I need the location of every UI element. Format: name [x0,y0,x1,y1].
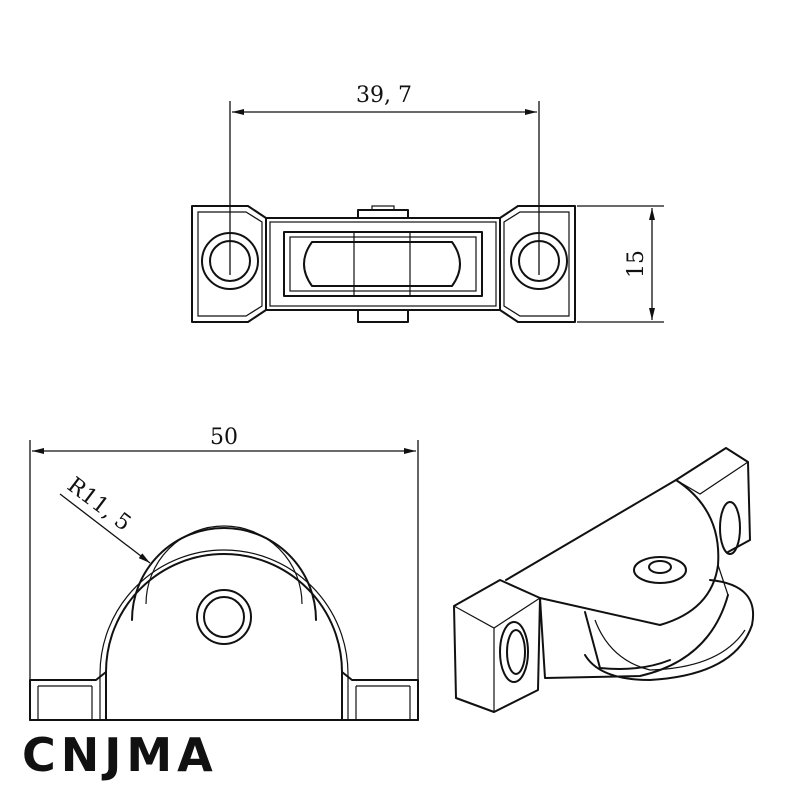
iso-wheel-slot [584,611,671,670]
dimension-radius: R11, 5 [59,473,151,564]
iso-axle-boss-outer [633,556,687,584]
iso-wheel-inner [594,619,746,671]
wheel-inner [145,525,303,605]
iso-axle-boss-inner [648,560,672,574]
axle-outer [196,589,252,645]
housing-arc-inner [99,549,349,720]
axle-cap-top [357,209,409,219]
isometric-view [453,447,755,713]
axle-cap-bottom [357,309,409,323]
iso-back-hole [719,501,741,555]
brand-logo-text: CNJMA [22,728,218,782]
iso-body-top [505,479,720,626]
iso-front-block [453,579,541,713]
dimension-top-height-label: 15 [624,250,649,278]
dimension-top-width-label: 39, 7 [356,83,412,108]
wheel-slot-frame-inner [289,236,477,292]
side-view [29,525,419,721]
iso-front-hole-inner [506,629,526,675]
wheel-outer [131,527,317,621]
dimension-top-width: 39, 7 [229,83,540,275]
dimension-top-height: 15 [577,205,664,323]
housing-arc [105,553,343,721]
iso-wheel [584,579,755,681]
axle-inner [203,596,245,638]
left-flange-inner [197,211,263,317]
axle-cap-top-inner [371,205,395,211]
dimension-side-width-label: 50 [210,425,238,450]
iso-front-block-edge [453,597,541,712]
iso-body-edge [717,564,729,596]
iso-front-hole-outer [499,621,529,683]
wheel-slot-frame [283,231,483,297]
base-plate [29,671,419,721]
top-view [191,205,576,323]
right-flange-inner [503,211,570,317]
wheel-slot [303,241,461,287]
dimension-side-width: 50 [29,425,419,680]
center-housing-inner [269,221,497,307]
iso-body-front [539,594,729,679]
